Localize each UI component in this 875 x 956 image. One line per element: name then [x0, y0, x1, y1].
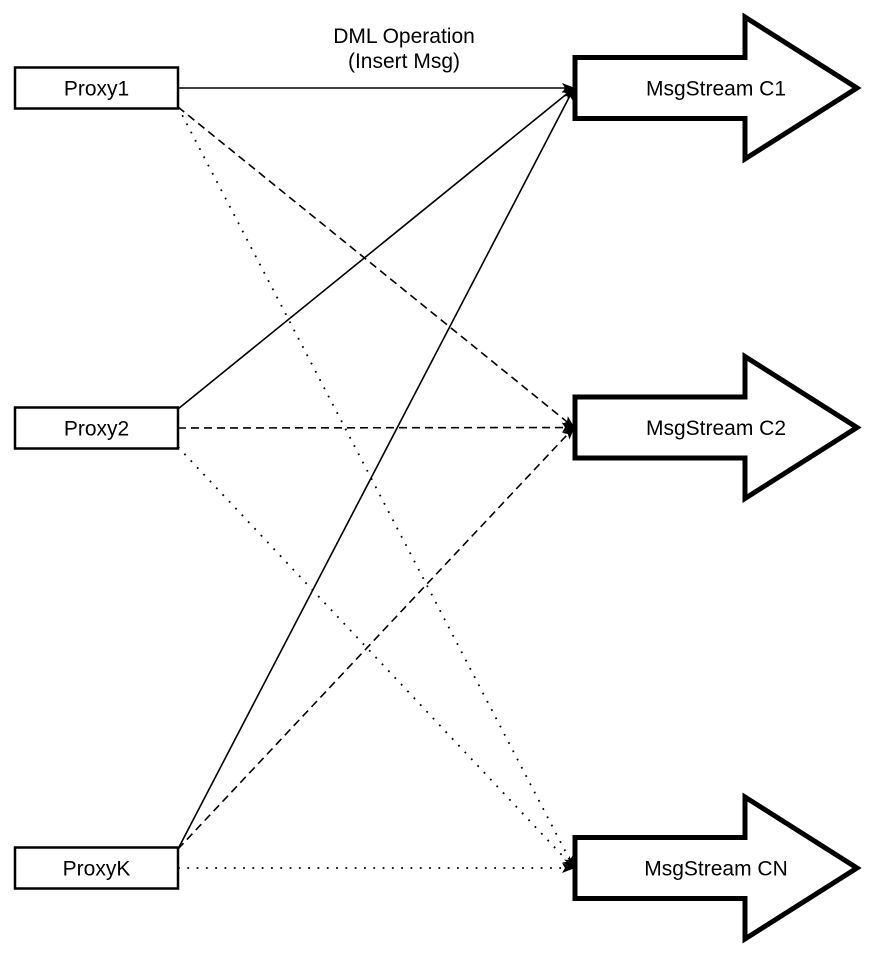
edge-proxy2-to-c2-dashed: [177, 422, 575, 433]
msgstream-cn-arrow-shape: [572, 792, 862, 944]
proxy2-box: [13, 406, 180, 450]
edge-proxy2-to-cn-dotted: [177, 446, 575, 869]
msgstream-cn-node: MsgStream CN: [572, 792, 862, 944]
proxyk-label: ProxyK: [63, 858, 131, 881]
diagram-title-line2: (Insert Msg): [348, 50, 460, 73]
proxy2-node: Proxy2: [13, 406, 180, 450]
edge-proxyk-to-c1-solid: [177, 87, 575, 850]
msgstream-c1-node: MsgStream C1: [572, 12, 862, 164]
edge-proxy1-to-cn-dotted: [177, 106, 575, 869]
proxy1-label: Proxy1: [64, 78, 129, 101]
msgstream-c2-arrow-shape: [572, 351, 862, 504]
msgstream-c1-label: MsgStream C1: [646, 78, 786, 101]
proxy2-label: Proxy2: [64, 418, 129, 441]
edge-proxy1-to-c2-dashed: [177, 106, 575, 429]
edge-proxyk-to-c2-dashed: [177, 426, 575, 850]
msgstream-c2-label: MsgStream C2: [646, 417, 786, 440]
proxy1-node: Proxy1: [13, 66, 180, 110]
edges-layer: [177, 83, 575, 873]
diagram-title-line1: DML Operation: [333, 25, 475, 48]
proxy1-box: [13, 66, 180, 110]
proxyk-node: ProxyK: [13, 846, 180, 890]
msgstream-cn-label: MsgStream CN: [644, 858, 788, 881]
edge-proxy2-to-c1-solid: [177, 87, 575, 410]
msgstream-c2-node: MsgStream C2: [572, 351, 862, 504]
msgstream-c1-arrow-shape: [572, 12, 862, 164]
proxyk-box: [13, 846, 180, 890]
